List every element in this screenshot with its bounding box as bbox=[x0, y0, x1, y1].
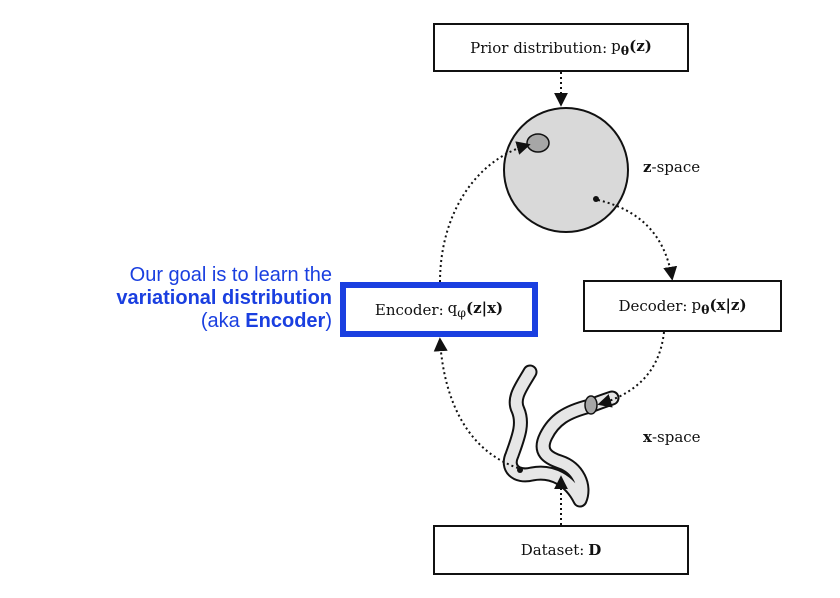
decoder-box: Decoder: pθ(x|z) bbox=[583, 280, 782, 332]
encoder-label: Encoder: bbox=[374, 300, 444, 319]
prior-label: Prior distribution: bbox=[470, 38, 608, 57]
z-to-decoder-arrow bbox=[597, 199, 678, 281]
x-data-point bbox=[517, 467, 523, 473]
goal-annotation: Our goal is to learn the variational dis… bbox=[116, 264, 332, 333]
x-decoded-region bbox=[584, 395, 598, 415]
z-space-label: z-space bbox=[643, 158, 701, 176]
goal-line-2: variational distribution bbox=[116, 287, 332, 309]
x-space-label: x-space bbox=[643, 428, 701, 446]
dataset-box: Dataset: D bbox=[433, 525, 689, 575]
encoder-math: qφ(z|x) bbox=[447, 299, 504, 320]
dataset-math: D bbox=[588, 541, 602, 559]
z-space-sphere bbox=[503, 107, 629, 233]
z-sample-point bbox=[593, 196, 599, 202]
decoder-label: Decoder: bbox=[618, 297, 688, 315]
encoder-box: Encoder: qφ(z|x) bbox=[340, 282, 538, 337]
prior-distribution-box: Prior distribution: pθ(z) bbox=[433, 23, 689, 72]
encoder-to-z-arrow bbox=[439, 141, 531, 283]
decoder-to-x-arrow bbox=[597, 331, 665, 408]
goal-line-3: (aka Encoder) bbox=[200, 310, 332, 332]
dataset-label: Dataset: bbox=[520, 541, 585, 559]
decoder-math: pθ(x|z) bbox=[691, 295, 747, 317]
z-encoded-region bbox=[526, 133, 550, 153]
goal-line-1: Our goal is to learn the bbox=[129, 264, 332, 286]
prior-math: pθ(z) bbox=[611, 37, 652, 58]
x-space-manifold-fill bbox=[504, 366, 618, 506]
